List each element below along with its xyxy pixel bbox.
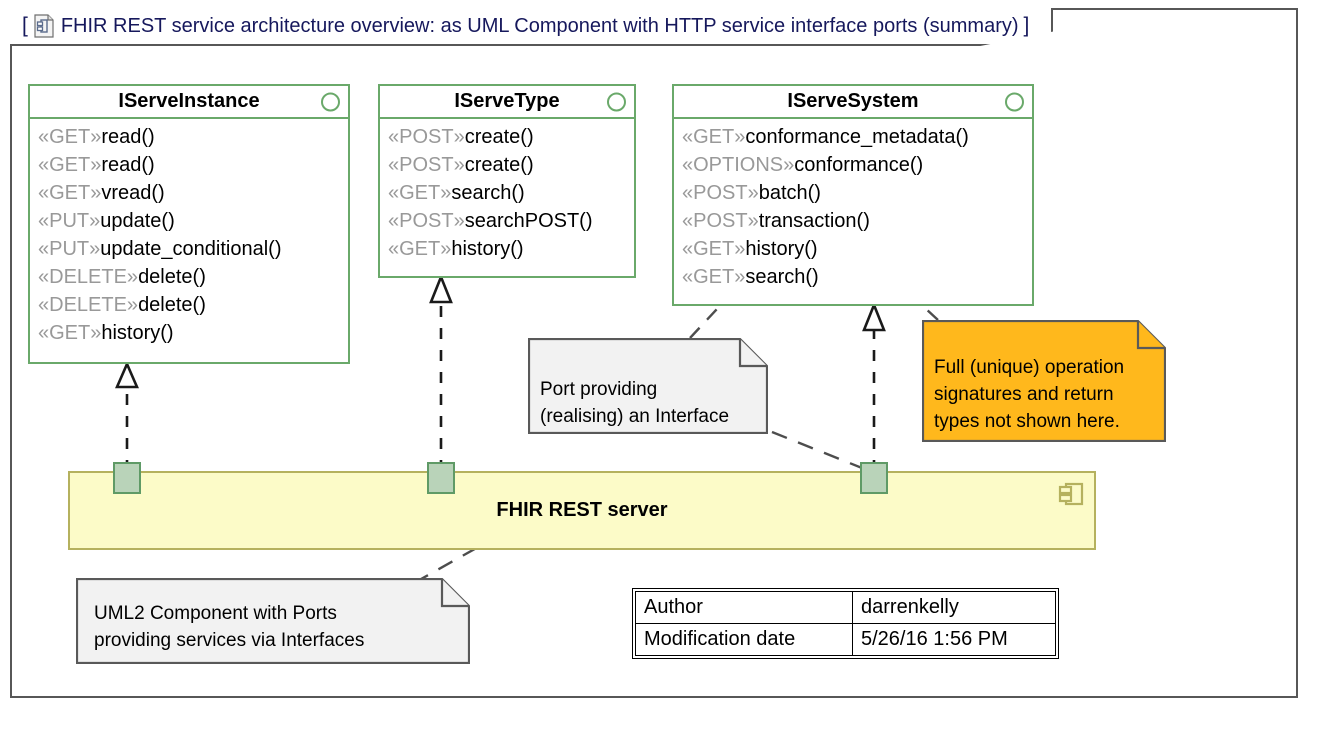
interface-operations: «POST»create() «POST»create() «GET»searc… [380, 119, 634, 269]
operation-name: history() [745, 238, 818, 260]
bracket-close: ] [1023, 14, 1030, 37]
operation-stereotype: «POST» [388, 154, 465, 176]
operation-stereotype: «PUT» [38, 238, 101, 260]
operation-stereotype: «GET» [38, 322, 102, 344]
note-shape [76, 578, 470, 664]
operation-name: transaction() [758, 210, 870, 232]
operation-row: «GET»history() [388, 235, 634, 263]
operation-stereotype: «DELETE» [38, 294, 139, 316]
operation-stereotype: «OPTIONS» [682, 154, 795, 176]
operation-name: conformance() [794, 154, 924, 176]
meta-value: darrenkelly [852, 591, 1056, 624]
interface-header: IServeSystem [674, 86, 1032, 119]
port-iservesystem[interactable] [860, 462, 888, 494]
interface-header: IServeInstance [30, 86, 348, 119]
operation-row: «PUT»update() [38, 207, 348, 235]
operation-stereotype: «DELETE» [38, 266, 139, 288]
operation-stereotype: «GET» [388, 238, 452, 260]
operation-row: «GET»read() [38, 151, 348, 179]
operation-name: history() [451, 238, 524, 260]
operation-name: history() [101, 322, 174, 344]
operation-row: «GET»read() [38, 123, 348, 151]
note-port-interface[interactable]: Port providing (realising) an Interface [528, 338, 768, 434]
operation-name: update() [100, 210, 175, 232]
operation-row: «DELETE»delete() [38, 291, 348, 319]
operation-name: create() [464, 154, 534, 176]
operation-row: «GET»history() [38, 319, 348, 347]
table-row: Author darrenkelly [635, 591, 1056, 624]
interface-header: IServeType [380, 86, 634, 119]
operation-stereotype: «GET» [682, 238, 746, 260]
interface-name: IServeType [454, 90, 560, 112]
interface-circle-icon [321, 92, 340, 111]
operation-name: search() [745, 266, 819, 288]
operation-row: «OPTIONS»conformance() [682, 151, 1032, 179]
metadata-table: Author darrenkelly Modification date 5/2… [632, 588, 1059, 659]
operation-name: vread() [101, 182, 165, 204]
uml-component-icon [1058, 481, 1084, 507]
note-text: Port providing (realising) an Interface [540, 379, 730, 427]
meta-key: Modification date [635, 623, 853, 656]
operation-stereotype: «GET» [38, 182, 102, 204]
bracket-open: [ [22, 14, 28, 37]
interface-circle-icon [1005, 92, 1024, 111]
operation-name: delete() [138, 266, 206, 288]
operation-name: searchPOST() [464, 210, 593, 232]
operation-name: delete() [138, 294, 206, 316]
operation-name: batch() [758, 182, 821, 204]
operation-row: «POST»batch() [682, 179, 1032, 207]
operation-name: read() [101, 154, 155, 176]
operation-row: «DELETE»delete() [38, 263, 348, 291]
note-operation-signatures[interactable]: Full (unique) operation signatures and r… [922, 320, 1166, 442]
operation-stereotype: «GET» [38, 154, 102, 176]
operation-stereotype: «POST» [388, 210, 465, 232]
meta-key: Author [635, 591, 853, 624]
note-text: UML2 Component with Ports providing serv… [94, 603, 365, 651]
operation-stereotype: «POST» [682, 210, 759, 232]
interface-circle-icon [607, 92, 626, 111]
operation-stereotype: «PUT» [38, 210, 101, 232]
operation-row: «POST»transaction() [682, 207, 1032, 235]
note-uml2-component[interactable]: UML2 Component with Ports providing serv… [76, 578, 470, 664]
uml-diagram-icon [34, 14, 54, 38]
interface-name: IServeSystem [787, 90, 919, 112]
note-shape [528, 338, 768, 434]
operation-stereotype: «GET» [388, 182, 452, 204]
interface-operations: «GET»read() «GET»read() «GET»vread() «PU… [30, 119, 348, 353]
operation-name: update_conditional() [100, 238, 282, 260]
operation-name: conformance_metadata() [745, 126, 969, 148]
operation-row: «GET»conformance_metadata() [682, 123, 1032, 151]
operation-row: «GET»search() [682, 263, 1032, 291]
note-text: Full (unique) operation signatures and r… [934, 357, 1125, 432]
table-row: Modification date 5/26/16 1:56 PM [635, 623, 1056, 656]
operation-row: «PUT»update_conditional() [38, 235, 348, 263]
diagram-title: FHIR REST service architecture overview:… [60, 14, 1019, 37]
operation-row: «POST»create() [388, 151, 634, 179]
component-fhir-rest-server[interactable]: FHIR REST server [68, 471, 1096, 550]
component-label: FHIR REST server [496, 499, 668, 521]
operation-name: read() [101, 126, 155, 148]
operation-stereotype: «POST» [388, 126, 465, 148]
operation-row: «GET»vread() [38, 179, 348, 207]
note-shape [922, 320, 1166, 442]
operation-row: «GET»history() [682, 235, 1032, 263]
diagram-title-tab: [ FHIR REST service architecture overvie… [10, 8, 1054, 46]
operation-stereotype: «GET» [682, 266, 746, 288]
operation-stereotype: «GET» [682, 126, 746, 148]
interface-name: IServeInstance [118, 90, 260, 112]
meta-value: 5/26/16 1:56 PM [852, 623, 1056, 656]
port-iserveinstance[interactable] [113, 462, 141, 494]
operation-stereotype: «GET» [38, 126, 102, 148]
interface-iservetype[interactable]: IServeType «POST»create() «POST»create()… [378, 84, 636, 278]
operation-stereotype: «POST» [682, 182, 759, 204]
interface-operations: «GET»conformance_metadata() «OPTIONS»con… [674, 119, 1032, 297]
port-iservetype[interactable] [427, 462, 455, 494]
operation-row: «POST»searchPOST() [388, 207, 634, 235]
operation-name: search() [451, 182, 525, 204]
operation-row: «POST»create() [388, 123, 634, 151]
interface-iservesystem[interactable]: IServeSystem «GET»conformance_metadata()… [672, 84, 1034, 306]
operation-name: create() [464, 126, 534, 148]
operation-row: «GET»search() [388, 179, 634, 207]
interface-iserveinstance[interactable]: IServeInstance «GET»read() «GET»read() «… [28, 84, 350, 364]
